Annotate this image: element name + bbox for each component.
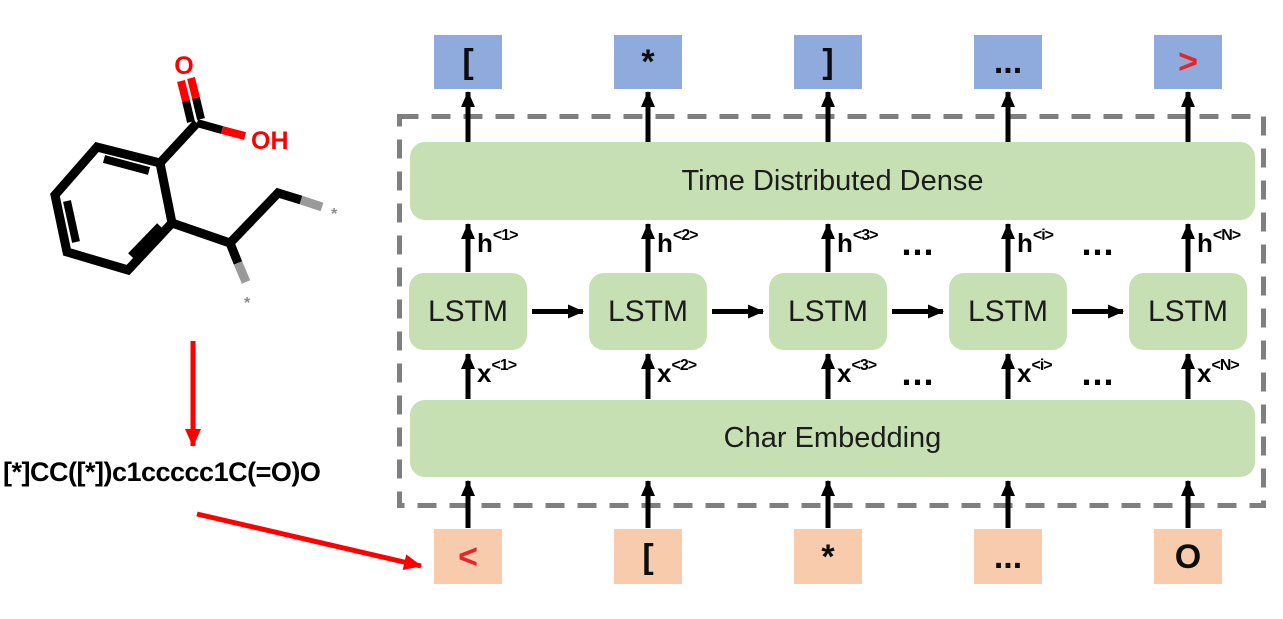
hidden-state-label-3: h<3> [837,227,878,258]
hidden-state-label-1: h<1> [477,227,518,258]
lstm-cell-5: LSTM [1129,273,1247,350]
side-chain-bond [225,241,243,265]
lstm-cell-4: LSTM [949,273,1067,350]
dummy-bond [233,261,251,284]
dummy-atom-star: * [244,295,251,312]
lstm-cell-label: LSTM [1147,294,1228,328]
red-arrows [185,341,422,570]
input-token-label: O [1174,537,1202,576]
output-token-box-4: ... [974,35,1042,89]
aromatic-inner-bond [102,155,151,175]
output-token-label: ] [822,43,834,81]
carbonyl-bond [192,97,205,120]
input-token-box-4: ... [974,529,1042,584]
input-token-label: < [458,537,478,576]
h-row-ellipsis: ... [901,222,935,263]
hydroxyl-label: OH [251,127,289,155]
input-token-label: [ [642,537,654,576]
input-token-box-2: [ [614,529,682,584]
lstm-cell-label: LSTM [787,294,868,328]
hydroxyl-bond [195,119,224,134]
output-token-box-2: * [614,35,682,89]
hidden-state-label-5: h<N> [1197,227,1241,258]
dense-layer-label: Time Distributed Dense [681,164,984,197]
lstm-cell-1: LSTM [409,273,527,350]
smiles-string: [*]CC([*])c1ccccc1C(=O)O [3,457,321,487]
input-vector-label-3: x<3> [837,357,877,388]
ring-carboxyl-bond [156,119,201,167]
molecule-structure: O OH * * [50,52,338,312]
input-vector-label-4: x<i> [1017,357,1053,388]
input-token-box-5: O [1154,529,1222,584]
smiles-to-input-arrow [196,511,422,570]
embedding-layer-label: Char Embedding [723,422,942,454]
output-token-label: * [641,43,655,81]
output-token-box-3: ] [794,35,862,89]
hidden-state-label-2: h<2> [657,227,698,258]
arrows [461,91,1195,528]
lstm-cell-label: LSTM [967,294,1048,328]
lstm-cell-label: LSTM [427,294,508,328]
lstm-cell-3: LSTM [769,273,887,350]
char-embedding-layer: Char Embedding [410,400,1255,477]
time-distributed-dense-layer: Time Distributed Dense [410,142,1255,220]
aromatic-inner-bond [63,200,80,243]
carbonyl-oxygen-label: O [174,52,193,80]
x-row-ellipsis: ... [1081,352,1115,393]
carbonyl-bond [187,77,200,99]
output-token-label: [ [462,43,474,81]
carbonyl-bond [182,100,195,123]
dummy-bond [299,195,324,212]
input-vector-label-5: x<N> [1197,357,1240,388]
input-token-box-3: * [794,529,862,584]
carbonyl-bond [177,80,190,102]
lstm-cell-2: LSTM [589,273,707,350]
dummy-atom-star: * [331,206,338,223]
output-token-box-1: [ [434,35,502,89]
model-dashed-border [397,114,1266,508]
h-row-ellipsis: ... [1081,222,1115,263]
hydroxyl-bond [220,126,247,140]
x-row-ellipsis: ... [901,352,935,393]
input-token-label: ... [993,537,1023,576]
input-token-label: * [821,537,835,576]
output-token-box-5: > [1154,35,1222,89]
output-token-label: ... [993,43,1023,81]
output-token-label: > [1178,43,1198,81]
hidden-state-label-4: h<i> [1017,227,1054,258]
aromatic-inner-bond [128,223,163,259]
lstm-cell-label: LSTM [607,294,688,328]
input-vector-label-1: x<1> [477,357,517,388]
input-token-box-1: < [434,529,502,584]
side-chain-bond [170,187,303,249]
input-vector-label-2: x<2> [657,357,697,388]
